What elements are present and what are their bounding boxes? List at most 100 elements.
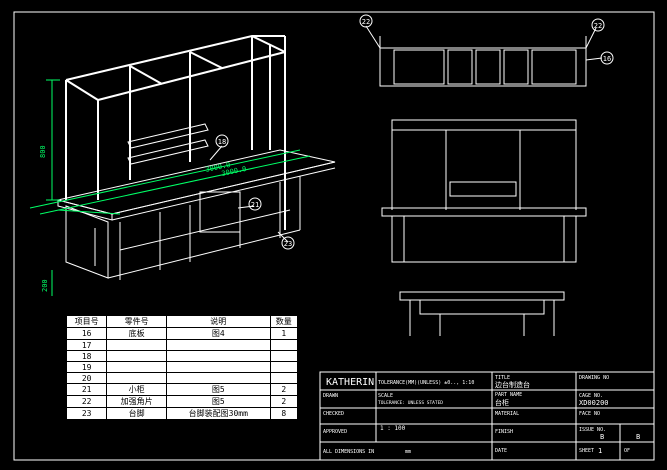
bom-cell-part xyxy=(106,350,167,362)
bom-cell-qty xyxy=(269,339,299,351)
bom-cell-desc xyxy=(165,339,271,351)
bom-cell-desc: 图5 xyxy=(165,383,271,396)
tb-title-value: 边台制造台 xyxy=(495,380,530,389)
bom-cell-part: 加强角片 xyxy=(106,395,167,408)
bom-cell-qty: 1 xyxy=(269,327,299,340)
dim-foot-label: 200 xyxy=(41,279,49,292)
leader-21 xyxy=(237,205,255,209)
balloon-22-left: 22 xyxy=(359,14,373,28)
balloon-16-label: 16 xyxy=(603,55,611,63)
balloon-16: 16 xyxy=(600,51,614,65)
bom-row: 17 xyxy=(65,339,299,351)
tb-size-label: DATE xyxy=(495,448,507,454)
bom-cell-qty xyxy=(269,372,299,384)
bom-cell-desc xyxy=(165,372,271,384)
bom-header-row: 项目号 零件号 说明 数量 xyxy=(65,315,299,328)
dim-width-line-b xyxy=(39,155,311,215)
tb-part-name-value: 台柜 xyxy=(495,398,509,407)
top-view-bay-4 xyxy=(503,49,529,85)
title-block xyxy=(319,371,655,461)
bom-cell-qty xyxy=(269,350,299,362)
balloon-21: 21 xyxy=(248,197,262,211)
tb-title-label: TITLE xyxy=(495,375,510,381)
top-view-bay-3 xyxy=(475,49,501,85)
balloon-16-circle xyxy=(600,51,614,65)
bom-cell-part: 底板 xyxy=(106,327,167,340)
dim-height-label: 800 xyxy=(39,145,47,158)
tb-drawing-no-label: DRAWING NO xyxy=(579,375,609,381)
bom-cell-qty xyxy=(269,361,299,373)
title-block-frame xyxy=(319,371,655,461)
tb-note-unit: mm xyxy=(405,449,411,455)
tb-part-name-label: PART NAME xyxy=(495,392,522,398)
tb-company: KATHERIN xyxy=(326,377,374,388)
tb-approved-label: APPROVED xyxy=(323,429,347,435)
iso-upper-cross-1 xyxy=(129,65,163,85)
top-view-bay-5 xyxy=(531,49,577,85)
bom-cell-part xyxy=(106,339,167,351)
tb-material-label: MATERIAL xyxy=(495,411,519,417)
top-view-bay-1 xyxy=(393,49,445,85)
tb-issue-value: B xyxy=(600,433,604,441)
top-view xyxy=(365,25,603,87)
leader-22-right xyxy=(585,27,597,49)
tb-scale: SCALE xyxy=(378,393,393,399)
dim-width-line-c xyxy=(57,209,121,215)
tb-tolerance-note: TOLERANCE: UNLESS STATED xyxy=(378,400,443,406)
leader-22-left xyxy=(365,25,381,49)
tb-cage-label: CAGE NO. xyxy=(579,393,603,399)
isometric-view xyxy=(29,35,336,296)
tb-checked-label: CHECKED xyxy=(323,411,344,417)
leader-16 xyxy=(585,57,603,61)
balloon-23-label: 23 xyxy=(284,240,292,248)
bom-cell-item: 20 xyxy=(65,372,108,384)
tb-of-label: OF xyxy=(624,448,630,454)
bom-header-item: 项目号 xyxy=(65,315,108,328)
iso-upper-right-rail xyxy=(251,35,286,53)
tb-issue-label: ISSUE NO. xyxy=(579,427,606,433)
bom-cell-item: 19 xyxy=(65,361,108,373)
balloon-22-right-circle xyxy=(591,18,605,32)
balloon-21-label: 21 xyxy=(251,201,259,209)
bom-header-desc: 说明 xyxy=(165,315,271,328)
tb-sheet-label: SHEET xyxy=(579,448,594,454)
bom-cell-desc: 台脚装配图30mm xyxy=(165,407,271,420)
bom-cell-qty: 8 xyxy=(269,407,299,420)
tb-note-label: ALL DIMENSIONS IN xyxy=(323,449,374,455)
bom-cell-desc: 图5 xyxy=(165,395,271,408)
balloon-22-right: 22 xyxy=(591,18,605,32)
bom-header-part: 零件号 xyxy=(106,315,167,328)
tb-date-value: 1 : 100 xyxy=(380,425,406,432)
tb-cage-value: FACE NO xyxy=(579,411,600,417)
dim-width-line-a xyxy=(29,149,301,209)
front-view xyxy=(381,119,587,263)
iso-worktop-front xyxy=(111,161,336,215)
iso-right-cabinet-door xyxy=(199,191,241,233)
iso-upper-cross-2 xyxy=(189,51,223,69)
tb-sheet-value: 1 xyxy=(598,447,602,455)
bom-cell-part: 小柜 xyxy=(106,383,167,396)
iso-base-rail-mid xyxy=(119,209,291,251)
side-view xyxy=(399,291,565,336)
bom-cell-item: 18 xyxy=(65,350,108,362)
front-view-shelf xyxy=(449,181,517,197)
tb-drawing-no-value: XD00200 xyxy=(579,399,609,407)
balloon-22-left-label: 22 xyxy=(362,18,370,26)
front-view-top-rail xyxy=(391,119,577,131)
bom-cell-desc xyxy=(165,361,271,373)
bom-cell-item: 23 xyxy=(65,407,108,420)
bom-row: 19 xyxy=(65,361,299,373)
balloon-18-circle xyxy=(215,134,229,148)
bom-cell-desc xyxy=(165,350,271,362)
balloon-23: 23 xyxy=(281,236,295,250)
bom-row: 18 xyxy=(65,350,299,362)
bom-cell-part xyxy=(106,372,167,384)
bom-cell-desc: 图4 xyxy=(165,327,271,340)
